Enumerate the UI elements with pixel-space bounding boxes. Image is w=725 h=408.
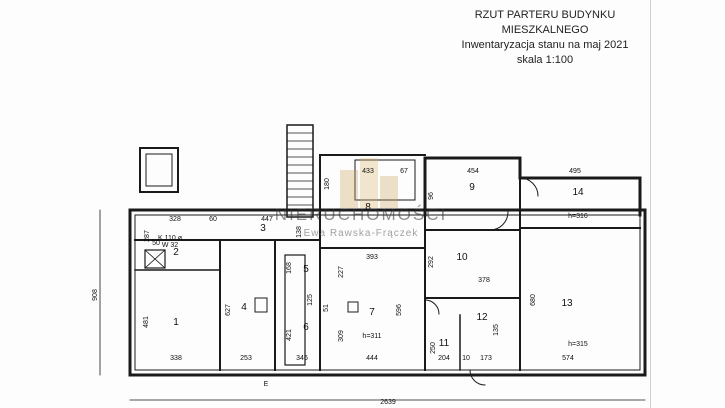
dim-125: 125 — [307, 294, 314, 306]
dim-908: 908 — [92, 289, 99, 301]
room-labels: 1 2 3 4 5 6 7 8 9 10 11 12 13 14 — [173, 182, 584, 349]
watermark-logo-bar-3 — [380, 176, 398, 208]
dim-433: 433 — [362, 168, 374, 175]
room-label-10: 10 — [456, 252, 468, 263]
dim-393: 393 — [366, 254, 378, 261]
dim-250: 250 — [430, 342, 437, 354]
dim-180: 180 — [324, 178, 331, 190]
label-e: E — [264, 381, 269, 388]
door-arc-entrance — [469, 369, 486, 386]
light-well — [139, 147, 179, 193]
room-label-13: 13 — [561, 298, 573, 309]
dim-135: 135 — [493, 324, 500, 336]
title-line-2: MIESZKALNEGO — [501, 24, 589, 36]
dim-h311: h=311 — [362, 333, 381, 340]
outer-wall-inner — [134, 214, 641, 371]
dim-227: 227 — [338, 266, 345, 278]
door-arc-11 — [424, 299, 440, 315]
dim-287: 287 — [144, 230, 151, 242]
label-w32: W 32 — [162, 242, 178, 249]
room-label-1: 1 — [173, 317, 179, 328]
dim-454: 454 — [467, 168, 479, 175]
boiler-fixture — [144, 249, 166, 269]
room-7-fixture — [347, 301, 359, 313]
dim-173: 173 — [480, 355, 492, 362]
label-k110: K 110 ø — [158, 235, 183, 242]
dim-51: 51 — [323, 304, 330, 312]
dimension-labels: 328 447 433 67 454 495 393 338 253 346 4… — [152, 168, 588, 406]
vertical-dimension-labels: 908 481 627 309 596 250 135 680 287 292 … — [92, 178, 537, 354]
dim-378: 378 — [478, 277, 490, 284]
room-label-12: 12 — [476, 312, 488, 323]
door-arc-9 — [489, 211, 509, 231]
title-block: RZUT PARTERU BUDYNKU MIESZKALNEGO Inwent… — [440, 8, 650, 68]
dim-h316: h=316 — [568, 213, 588, 220]
light-well-inner — [145, 153, 173, 187]
title-line-1: RZUT PARTERU BUDYNKU — [474, 9, 616, 21]
dim-346: 346 — [296, 355, 308, 362]
watermark-agent: Ewa Rawska-Frączek — [304, 228, 419, 239]
dim-50: 50 — [152, 240, 160, 247]
door-arc-14 — [519, 177, 539, 197]
title-line-3: Inwentaryzacja stanu na maj 2021 — [461, 39, 629, 51]
title-scale: skala 1:100 — [516, 54, 574, 66]
watermark-brand: NIERUCHOMOŚCI — [275, 205, 447, 224]
room-label-11: 11 — [439, 338, 450, 349]
dim-96: 96 — [428, 192, 435, 200]
dim-328: 328 — [169, 216, 181, 223]
room-label-7: 7 — [369, 307, 375, 318]
room-label-14: 14 — [572, 187, 584, 198]
dim-447: 447 — [261, 216, 273, 223]
dim-627: 627 — [225, 304, 232, 316]
watermark: NIERUCHOMOŚCI Ewa Rawska-Frączek — [275, 158, 447, 239]
stove-fixture — [254, 297, 268, 313]
room-label-3: 3 — [260, 223, 266, 234]
dim-138: 138 — [296, 226, 303, 238]
dim-292: 292 — [428, 256, 435, 268]
dim-309: 309 — [338, 330, 345, 342]
dim-444: 444 — [366, 355, 378, 362]
staircase-outline — [286, 124, 314, 218]
room-8-fixture — [354, 159, 416, 201]
dim-596: 596 — [396, 304, 403, 316]
stair-lower-flight — [284, 254, 306, 366]
dim-2639: 2639 — [380, 399, 396, 406]
dim-253: 253 — [240, 355, 252, 362]
dim-h315: h=315 — [568, 341, 588, 348]
dim-67: 67 — [400, 168, 408, 175]
room-label-2: 2 — [173, 247, 179, 258]
dim-10: 10 — [462, 355, 470, 362]
windows-east — [639, 184, 646, 341]
sheet-edge-line — [650, 0, 651, 408]
north-wall-extension — [423, 156, 642, 217]
dim-481: 481 — [143, 316, 150, 328]
room-label-6: 6 — [303, 322, 309, 333]
room-label-9: 9 — [469, 182, 475, 193]
dim-680: 680 — [530, 294, 537, 306]
dim-168: 168 — [286, 262, 293, 274]
room-label-5: 5 — [303, 264, 309, 275]
room-label-4: 4 — [241, 302, 247, 313]
dim-574: 574 — [562, 355, 574, 362]
north-wall-8 — [319, 154, 426, 216]
dim-60: 60 — [209, 216, 217, 223]
watermark-logo-bar-1 — [340, 170, 358, 208]
stair-treads — [286, 132, 314, 206]
dim-495: 495 — [569, 168, 581, 175]
room-label-8: 8 — [365, 202, 371, 213]
dim-421: 421 — [286, 329, 293, 341]
watermark-logo-bar-2 — [360, 158, 378, 208]
dim-338: 338 — [170, 355, 182, 362]
dim-204: 204 — [438, 355, 450, 362]
